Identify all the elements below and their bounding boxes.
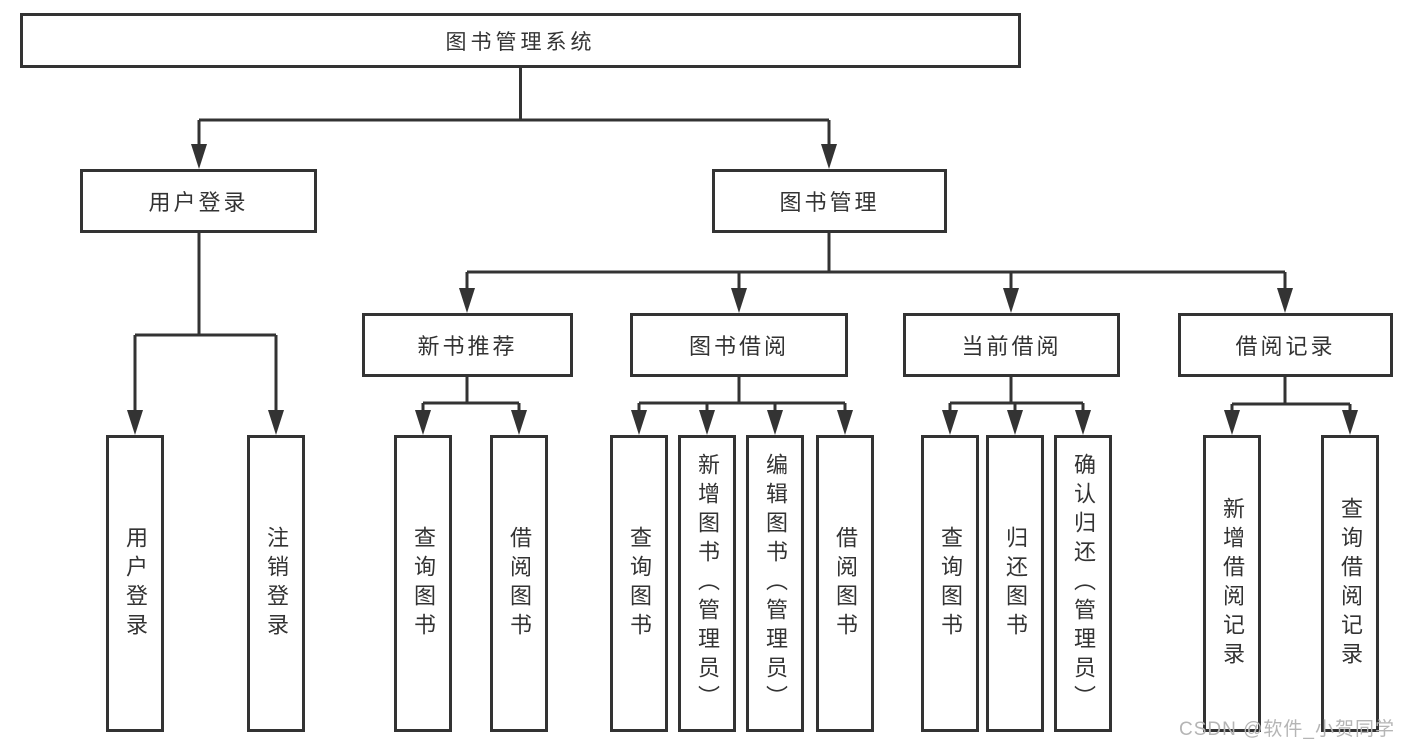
leaf-logout: 注销登录	[247, 435, 305, 732]
leaf-return-books: 归还图书	[986, 435, 1044, 732]
leaf-edit-books-admin: 编辑图书（管理员）	[746, 435, 804, 732]
leaf-query-books-current: 查询图书	[921, 435, 979, 732]
node-book-borrowing: 图书借阅	[630, 313, 848, 377]
node-user-login: 用户登录	[80, 169, 317, 233]
leaf-user-login: 用户登录	[106, 435, 164, 732]
leaf-add-books-admin: 新增图书（管理员）	[678, 435, 736, 732]
csdn-watermark: CSDN @软件_小贺同学	[1179, 719, 1395, 740]
node-current-borrowing: 当前借阅	[903, 313, 1120, 377]
leaf-borrow-books: 借阅图书	[816, 435, 874, 732]
leaf-add-borrow-record: 新增借阅记录	[1203, 435, 1261, 732]
node-library-management-system: 图书管理系统	[20, 13, 1021, 68]
leaf-borrow-books-recommend: 借阅图书	[490, 435, 548, 732]
leaf-confirm-return-admin: 确认归还（管理员）	[1054, 435, 1112, 732]
node-new-book-recommendation: 新书推荐	[362, 313, 573, 377]
leaf-query-borrow-record: 查询借阅记录	[1321, 435, 1379, 732]
leaf-query-books-borrowing: 查询图书	[610, 435, 668, 732]
node-borrowing-records: 借阅记录	[1178, 313, 1393, 377]
node-book-management: 图书管理	[712, 169, 947, 233]
leaf-query-books-recommend: 查询图书	[394, 435, 452, 732]
